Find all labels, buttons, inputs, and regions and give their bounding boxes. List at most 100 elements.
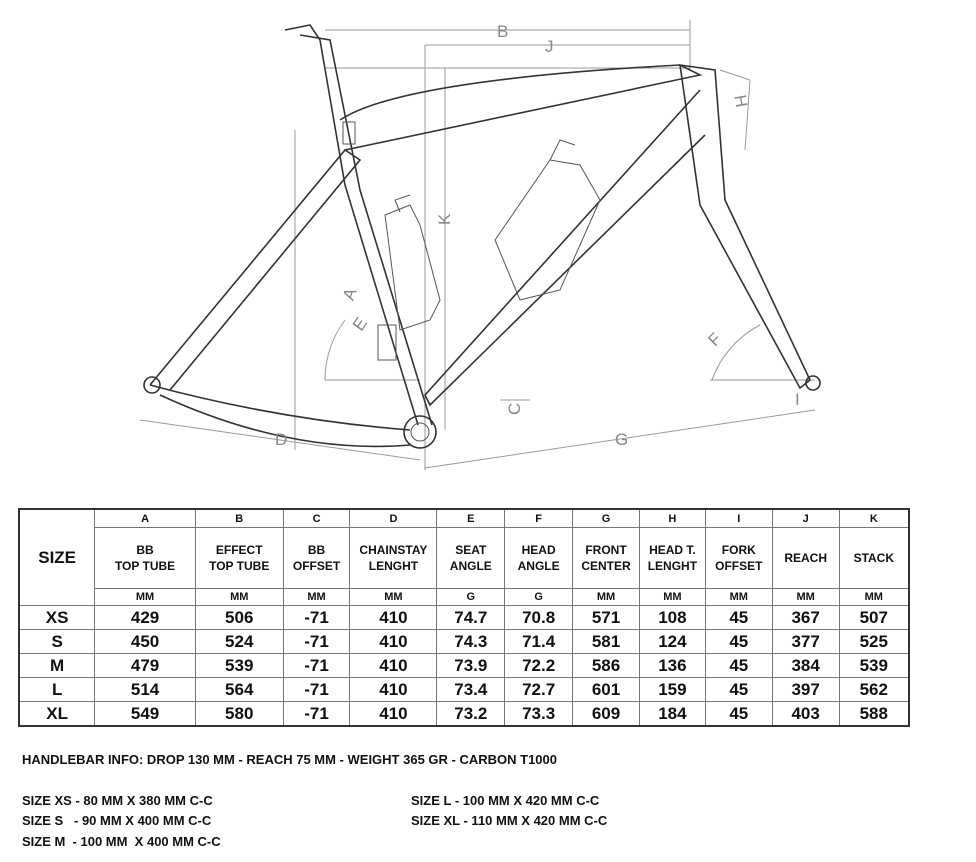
value-cell: 562 (838, 677, 910, 702)
value-cell: 45 (704, 605, 773, 630)
column-letter: I (704, 508, 773, 528)
column-name-line1: REACH (784, 551, 827, 565)
size-header: SIZE (18, 508, 96, 606)
label-b: B (497, 22, 508, 41)
value-cell: 71.4 (504, 629, 574, 654)
value-cell: -71 (282, 653, 351, 678)
value-cell: 377 (771, 629, 840, 654)
column-name: CHAINSTAY LENGHT (349, 527, 438, 589)
label-h: H (730, 93, 751, 108)
value-cell: 601 (572, 677, 640, 702)
value-cell: 45 (704, 629, 773, 654)
value-cell: 384 (771, 653, 840, 678)
value-cell: 136 (638, 653, 706, 678)
column-name-line1: FORK (721, 543, 756, 557)
value-cell: 410 (349, 629, 438, 654)
column-unit: MM (94, 588, 196, 606)
value-cell: 609 (572, 701, 640, 727)
label-i: I (795, 390, 800, 409)
value-cell: -71 (282, 605, 351, 630)
value-cell: -71 (282, 629, 351, 654)
label-g: G (615, 430, 628, 449)
value-cell: 571 (572, 605, 640, 630)
label-a: A (339, 285, 361, 303)
column-letter: C (282, 508, 351, 528)
value-cell: 514 (94, 677, 196, 702)
value-cell: 564 (194, 677, 284, 702)
value-cell: 74.3 (436, 629, 506, 654)
label-j: J (545, 37, 554, 56)
value-cell: 410 (349, 701, 438, 727)
label-f: F (704, 329, 725, 350)
value-cell: 507 (838, 605, 910, 630)
size-cell: S (18, 629, 96, 654)
column-letter: G (572, 508, 640, 528)
column-name: EFFECT TOP TUBE (194, 527, 284, 589)
column-name-line1: STACK (853, 551, 895, 565)
value-cell: 45 (704, 701, 773, 727)
column-name-line1: SEAT (455, 543, 487, 557)
value-cell: 525 (838, 629, 910, 654)
value-cell: 524 (194, 629, 284, 654)
label-k: K (435, 213, 454, 225)
label-e: E (349, 314, 371, 334)
stem-size-xs: SIZE XS - 80 MM X 380 MM C-C (22, 793, 213, 808)
column-name-line2: OFFSET (715, 559, 763, 573)
frame-outline (143, 24, 821, 449)
column-letter: B (194, 508, 284, 528)
value-cell: 586 (572, 653, 640, 678)
column-letter: A (94, 508, 196, 528)
value-cell: 73.3 (504, 701, 574, 727)
value-cell: 479 (94, 653, 196, 678)
value-cell: 581 (572, 629, 640, 654)
value-cell: 184 (638, 701, 706, 727)
value-cell: 580 (194, 701, 284, 727)
column-name-line1: EFFECT (215, 543, 263, 557)
column-name-line1: HEAD T. (649, 543, 696, 557)
value-cell: 73.2 (436, 701, 506, 727)
column-unit: MM (838, 588, 910, 606)
column-name: FORK OFFSET (704, 527, 773, 589)
stem-size-l: SIZE L - 100 MM X 420 MM C-C (411, 793, 600, 808)
stem-size-s: SIZE S - 90 MM X 400 MM C-C (22, 813, 212, 828)
column-name-line2: OFFSET (292, 559, 341, 573)
column-name-line2: LENGHT (368, 559, 419, 573)
stem-size-xl: SIZE XL - 110 MM X 420 MM C-C (411, 813, 608, 828)
value-cell: 410 (349, 677, 438, 702)
value-cell: 45 (704, 653, 773, 678)
column-unit: MM (194, 588, 284, 606)
value-cell: 367 (771, 605, 840, 630)
column-name: HEAD T.LENGHT (638, 527, 706, 589)
column-unit: MM (771, 588, 840, 606)
value-cell: 108 (638, 605, 706, 630)
column-unit: G (436, 588, 506, 606)
value-cell: 588 (838, 701, 910, 727)
size-cell: XL (18, 701, 96, 727)
column-name-line1: BB (136, 543, 154, 557)
value-cell: 72.2 (504, 653, 574, 678)
column-name-line2: TOP TUBE (209, 559, 270, 573)
value-cell: 429 (94, 605, 196, 630)
column-letter: H (638, 508, 706, 528)
size-cell: L (18, 677, 96, 702)
value-cell: 450 (94, 629, 196, 654)
value-cell: 73.9 (436, 653, 506, 678)
value-cell: 506 (194, 605, 284, 630)
value-cell: -71 (282, 701, 351, 727)
value-cell: 410 (349, 653, 438, 678)
value-cell: 410 (349, 605, 438, 630)
handlebar-info: HANDLEBAR INFO: DROP 130 MM - REACH 75 M… (22, 752, 557, 767)
column-unit: MM (349, 588, 438, 606)
column-name-line1: FRONT (585, 543, 627, 557)
column-letter: K (838, 508, 910, 528)
column-name-line1: CHAINSTAY (359, 543, 428, 557)
size-cell: M (18, 653, 96, 678)
